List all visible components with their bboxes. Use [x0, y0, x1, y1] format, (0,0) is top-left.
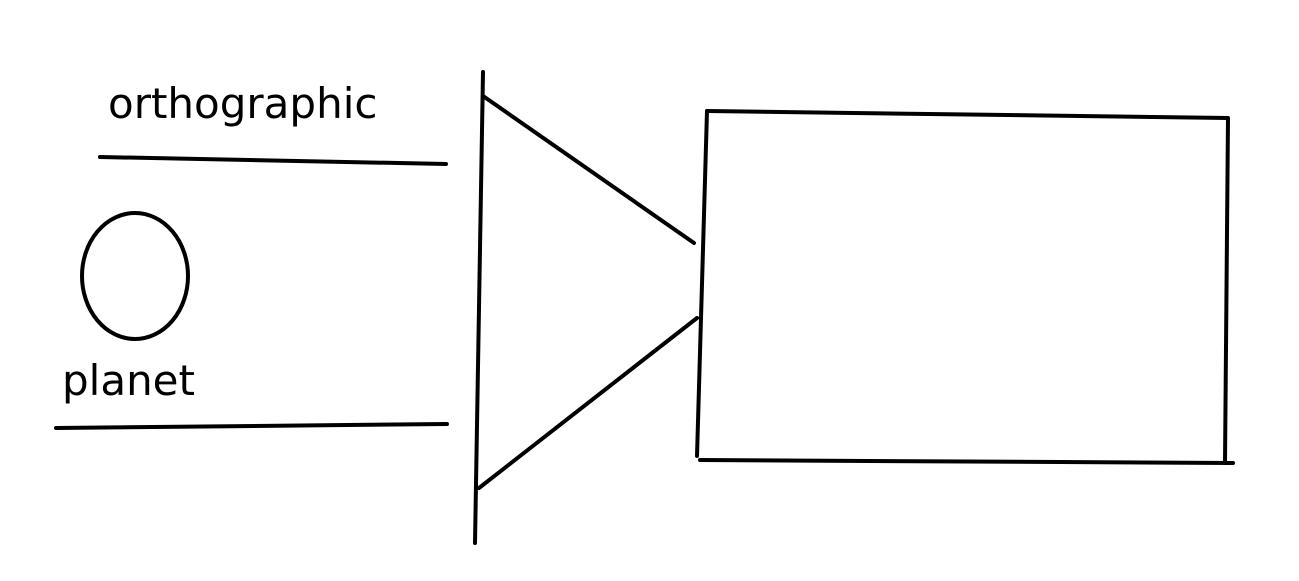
lens-plane-line [473, 70, 485, 545]
planet-label: planet [62, 356, 195, 405]
camera-body-bottom [698, 458, 1235, 465]
orthographic-label: orthographic [108, 79, 377, 128]
lens-upper-edge [481, 94, 696, 245]
orthographic-upper-ray [98, 155, 448, 166]
orthographic-lower-ray [54, 422, 449, 430]
camera-body-top-right [705, 109, 1230, 465]
camera-body-left-side [695, 109, 709, 458]
lens-lower-edge [477, 316, 699, 490]
planet-circle [80, 211, 190, 341]
